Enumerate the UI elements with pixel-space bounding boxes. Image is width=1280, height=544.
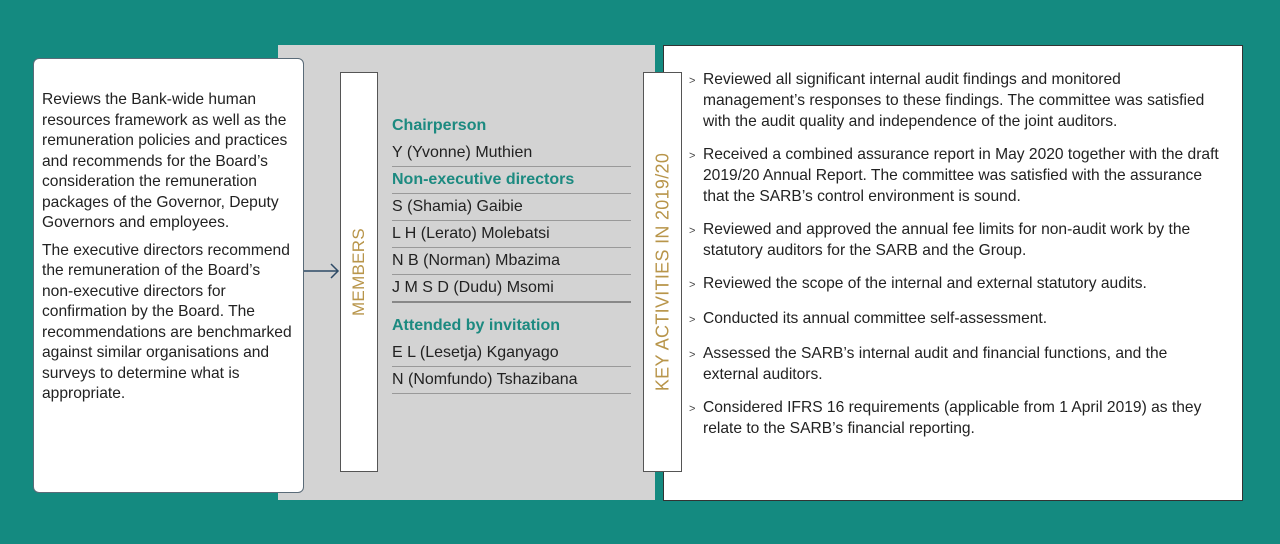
members-label-box: MEMBERS xyxy=(340,72,378,472)
chevron-right-icon: > xyxy=(689,150,696,162)
divider xyxy=(392,393,631,394)
committee-description: Reviews the Bank-wide human resources fr… xyxy=(33,58,304,493)
ned-heading: Non-executive directors xyxy=(392,166,631,193)
member-name: L H (Lerato) Molebatsi xyxy=(392,220,631,247)
member-name: Y (Yvonne) Muthien xyxy=(392,144,533,161)
member-name: E L (Lesetja) Kganyago xyxy=(392,344,559,361)
activity-item: >Conducted its annual committee self-ass… xyxy=(689,308,1242,331)
key-activities-label: KEY ACTIVITIES IN 2019/20 xyxy=(652,152,672,392)
members-list: Chairperson Y (Yvonne) Muthien Non-execu… xyxy=(392,115,631,394)
member-name: J M S D (Dudu) Msomi xyxy=(392,274,631,301)
divider xyxy=(392,301,631,315)
chevron-right-icon: > xyxy=(689,279,696,291)
arrow-right-icon xyxy=(304,263,340,279)
activity-item: >Reviewed and approved the annual fee li… xyxy=(689,221,1191,259)
activity-item: >Considered IFRS 16 requirements (applic… xyxy=(689,399,1202,437)
description-paragraph: Reviews the Bank-wide human resources fr… xyxy=(42,91,288,231)
chevron-right-icon: > xyxy=(689,314,696,326)
chevron-right-icon: > xyxy=(689,225,696,237)
members-label: MEMBERS xyxy=(349,227,368,317)
activity-item: >Reviewed all significant internal audit… xyxy=(689,71,1205,130)
key-activities-panel: >Reviewed all significant internal audit… xyxy=(663,45,1243,501)
member-name: N (Nomfundo) Tshazibana xyxy=(392,366,631,393)
activity-item: >Received a combined assurance report in… xyxy=(689,146,1219,205)
chevron-right-icon: > xyxy=(689,403,696,415)
description-paragraph: The executive directors recommend the re… xyxy=(42,241,292,403)
chevron-right-icon: > xyxy=(689,75,696,87)
invitation-heading: Attended by invitation xyxy=(392,317,560,334)
chairperson-heading: Chairperson xyxy=(392,117,487,134)
member-name: N B (Norman) Mbazima xyxy=(392,247,631,274)
member-name: S (Shamia) Gaibie xyxy=(392,193,631,220)
activity-item: >Reviewed the scope of the internal and … xyxy=(689,273,1242,296)
chevron-right-icon: > xyxy=(689,349,696,361)
activity-item: >Assessed the SARB’s internal audit and … xyxy=(689,345,1168,383)
key-activities-label-box: KEY ACTIVITIES IN 2019/20 xyxy=(643,72,682,472)
